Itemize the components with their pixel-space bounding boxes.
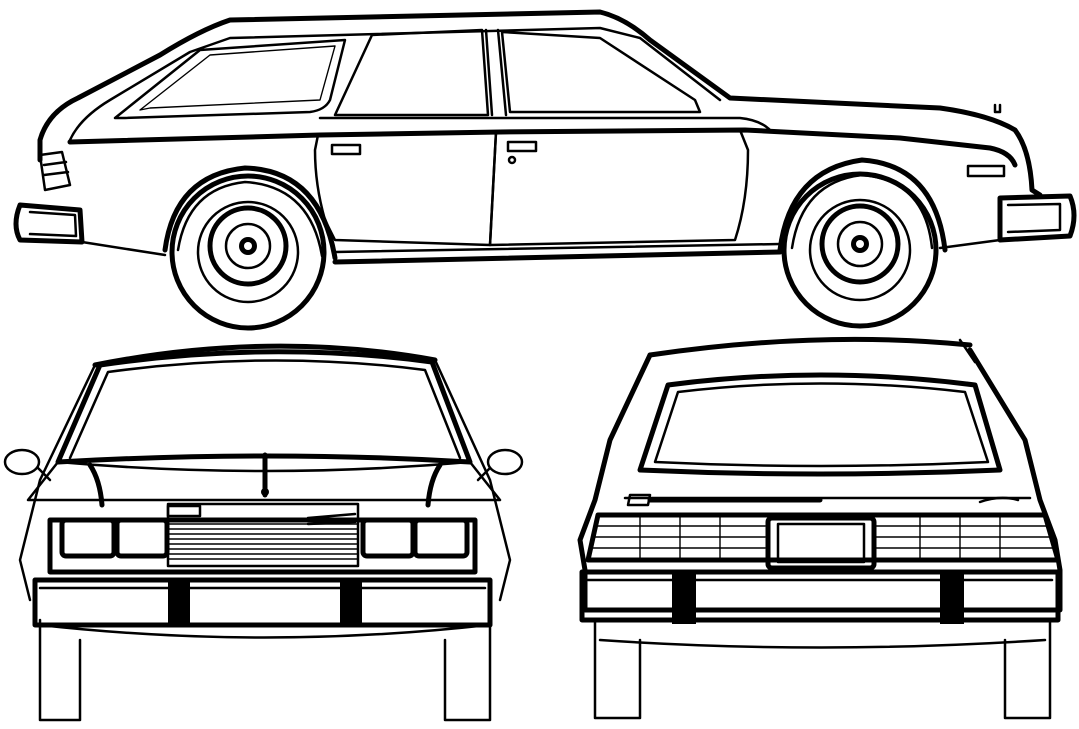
rear-view <box>577 336 1063 720</box>
rear-door-handle <box>330 143 362 156</box>
side-front-door <box>488 128 750 247</box>
front-hood-crease-right <box>425 462 443 508</box>
side-rear-window-inner <box>139 45 336 111</box>
rear-lamp-panel <box>585 512 1061 563</box>
rear-right-bumper-guard <box>940 572 964 624</box>
side-tail-lamp <box>38 150 72 192</box>
rear-wheel <box>169 173 327 331</box>
rear-body-outline <box>577 347 1063 613</box>
side-view <box>13 9 1077 331</box>
front-grille-surround <box>47 517 478 575</box>
side-front-bumper <box>997 193 1077 243</box>
rear-script-badge <box>978 496 1020 504</box>
front-valance <box>38 623 490 639</box>
side-front-lower <box>938 238 1002 250</box>
front-hood-crease-left <box>87 462 105 508</box>
front-side-marker <box>966 164 1006 178</box>
side-rocker-upper <box>333 242 782 254</box>
front-right-outer-headlamp <box>412 517 470 559</box>
side-front-door-window <box>500 30 702 114</box>
front-emblem-badge <box>166 504 202 518</box>
rear-valance <box>598 638 1047 649</box>
front-left-mirror-arm <box>36 466 52 482</box>
rear-left-tire <box>593 618 642 720</box>
front-left-inner-headlamp <box>114 517 170 559</box>
side-rear-bumper <box>13 202 85 245</box>
rear-bumper <box>579 569 1061 623</box>
rear-wheel-arch-inner <box>176 180 324 258</box>
side-roofline <box>68 26 722 142</box>
rear-roof <box>647 336 973 358</box>
side-upper-belt <box>318 116 772 132</box>
side-rear-door-window <box>333 28 490 117</box>
front-left-bumper-guard <box>168 578 190 626</box>
front-left-tire <box>38 618 82 722</box>
rear-emblem-badge <box>626 493 652 507</box>
rear-license-plate <box>776 522 866 564</box>
front-right-mirror-arm <box>476 466 492 482</box>
front-left-outer-headlamp <box>59 517 117 559</box>
side-rocker <box>332 249 783 265</box>
rear-window <box>637 372 1003 477</box>
front-grille <box>166 502 360 568</box>
side-antenna <box>993 103 1002 114</box>
side-rear-lower <box>80 240 167 257</box>
side-rear-bumper-inner <box>28 210 78 238</box>
side-body-outline <box>37 9 1043 198</box>
front-right-bumper-guard <box>340 578 362 626</box>
door-lock <box>507 155 517 165</box>
rear-lamp-lines <box>591 514 1055 561</box>
rear-left-bumper-guard <box>672 572 696 624</box>
front-hood <box>26 460 502 502</box>
front-script-badge <box>306 512 357 526</box>
rear-license-plate-recess <box>765 515 877 571</box>
front-left-pillar <box>18 363 97 602</box>
rear-wheel-arch <box>162 165 338 261</box>
front-wheel-arch <box>777 157 948 253</box>
side-rear-window <box>113 38 347 120</box>
front-view <box>3 343 524 722</box>
front-right-mirror <box>486 448 524 476</box>
front-right-pillar <box>433 358 512 602</box>
front-left-mirror <box>3 448 41 476</box>
front-door-handle <box>506 140 538 153</box>
front-roof <box>92 343 438 368</box>
side-rear-door <box>313 130 498 247</box>
side-belt-line <box>67 127 1018 168</box>
front-right-inner-headlamp <box>360 517 416 559</box>
side-front-bumper-inner <box>1006 202 1062 234</box>
front-right-tire <box>443 618 492 722</box>
side-b-pillar <box>484 28 508 117</box>
rear-window-inner <box>653 382 990 468</box>
rear-right-tire <box>1003 618 1052 720</box>
front-windshield-inner <box>68 359 462 460</box>
front-wheel <box>781 171 939 329</box>
